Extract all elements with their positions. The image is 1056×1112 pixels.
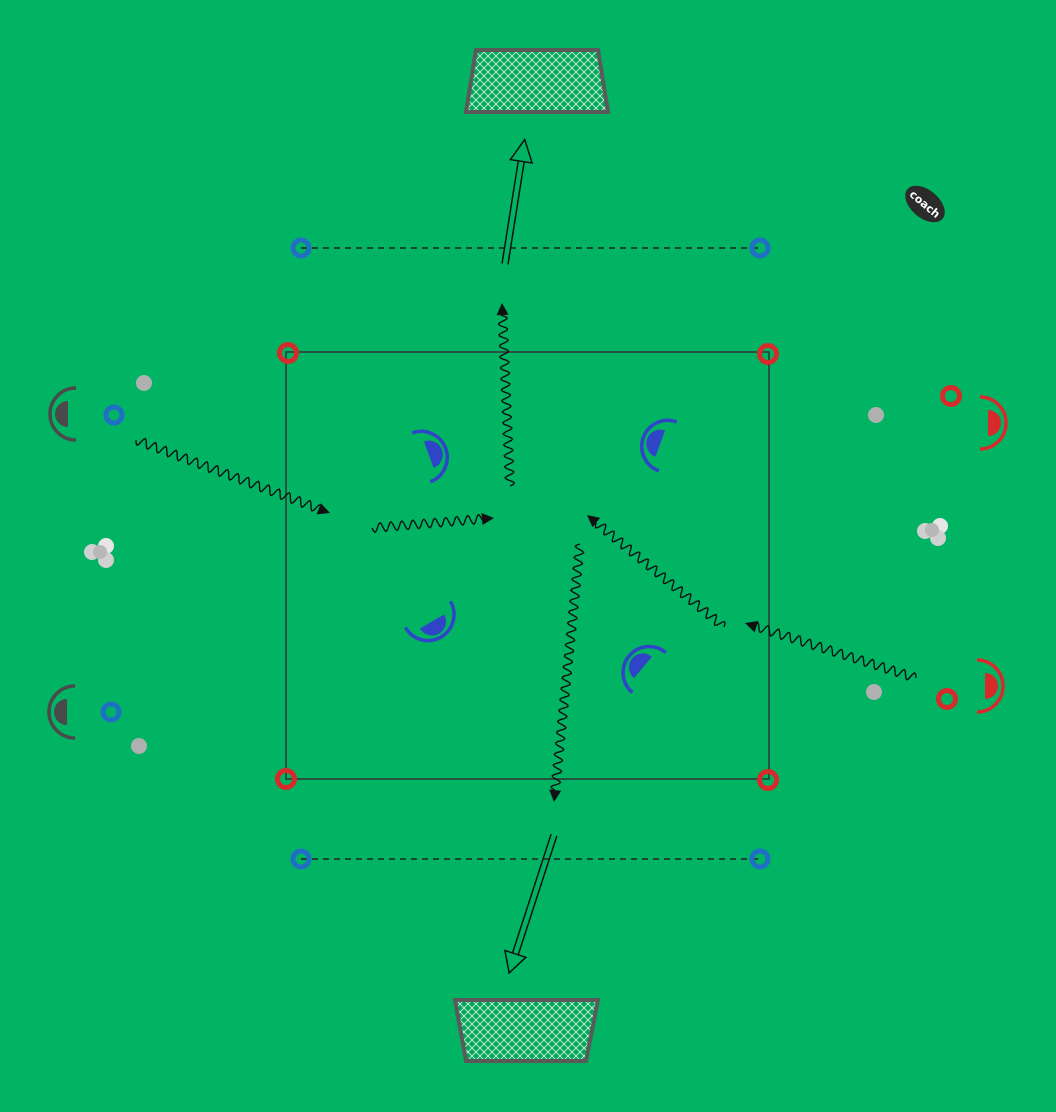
arrowhead-icon [316, 503, 330, 515]
ball-pile-icon [84, 538, 114, 568]
ball-icon [131, 738, 147, 754]
blue-cone-icon [103, 404, 125, 426]
blue-cone-icon [100, 701, 122, 723]
ball-icon [136, 375, 152, 391]
red-cone-icon [936, 688, 958, 710]
red-cone-icon [275, 768, 297, 790]
dribble-arrow-icon [594, 522, 726, 628]
red-cone-icon [940, 385, 962, 407]
blue-cone-icon [290, 237, 312, 259]
player-blue-icon [621, 644, 667, 694]
blue-cone-icon [290, 848, 312, 870]
dribble-arrows [135, 303, 917, 802]
goal-bottom-icon [452, 998, 601, 1063]
dribble-arrow-icon [497, 314, 516, 487]
player-red-icon [976, 658, 1005, 714]
ball-icon [866, 684, 882, 700]
arrowhead-icon [587, 515, 601, 528]
ball-pile-icon [917, 518, 948, 546]
arrowhead-icon [745, 621, 759, 633]
blue-cone-icon [749, 237, 771, 259]
dribble-arrow-icon [757, 622, 917, 681]
dribble-arrow-icon [550, 543, 585, 791]
playing-square [285, 351, 770, 780]
player-dark-icon [48, 386, 77, 442]
red-cone-icon [277, 342, 299, 364]
arrowhead-icon [481, 513, 494, 525]
player-red-icon [979, 395, 1008, 451]
player-blue-icon [411, 429, 449, 484]
dribble-arrow-icon [135, 437, 321, 512]
shot-arrow-icon [501, 137, 534, 265]
player-blue-icon [403, 600, 456, 643]
dribble-arrow-icon [371, 513, 483, 534]
blue-cone-icon [749, 848, 771, 870]
arrowhead-icon [496, 303, 509, 316]
red-cone-icon [757, 343, 779, 365]
goal-top-icon [463, 48, 611, 114]
arrowhead-icon [549, 789, 562, 802]
ball-icon [868, 407, 884, 423]
red-cone-icon [757, 769, 779, 791]
shot-arrow-icon [503, 833, 558, 975]
player-blue-icon [640, 418, 678, 473]
player-dark-icon [47, 684, 76, 740]
